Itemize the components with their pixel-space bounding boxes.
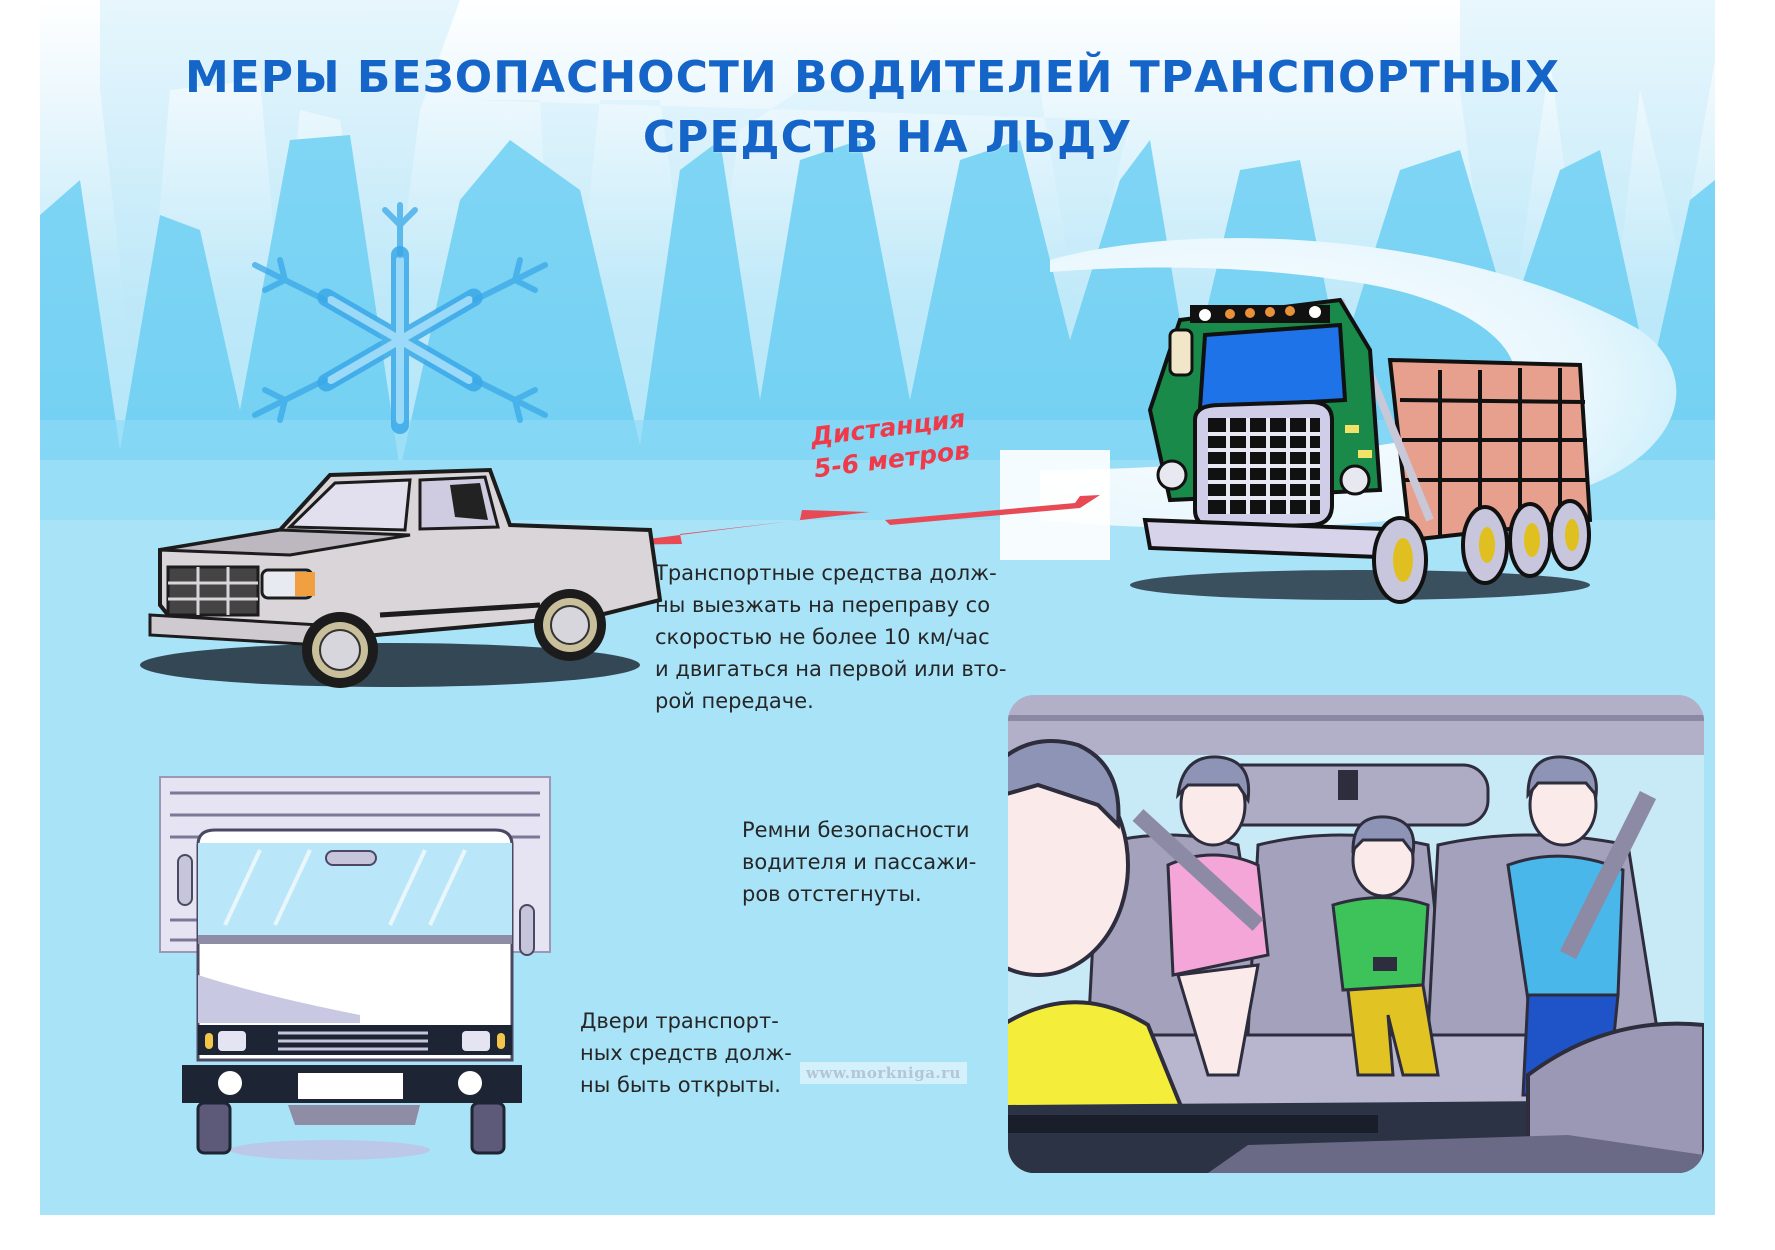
caption-doors-rule: Двери транспорт- ных средств долж- ны бы… [580, 1005, 840, 1101]
caption-doors-line: Двери транспорт- [580, 1009, 779, 1033]
caption-speed-line: и двигаться на первой или вто- [655, 657, 1007, 681]
caption-speed-line: рой передаче. [655, 689, 814, 713]
caption-belts-line: Ремни безопасности [742, 818, 970, 842]
caption-speed-line: Транспортные средства долж- [655, 561, 997, 585]
pickup-truck-illustration [140, 467, 663, 688]
poster-title-line1: МЕРЫ БЕЗОПАСНОСТИ ВОДИТЕЛЕЙ ТРАНСПОРТНЫХ [184, 52, 1561, 103]
poster-title-line2: СРЕДСТВ НА ЛЬДУ [642, 112, 1133, 163]
car-interior-passengers-illustration [1008, 695, 1704, 1173]
caption-doors-line: ных средств долж- [580, 1041, 792, 1065]
box-truck-front-illustration [159, 776, 551, 1160]
watermark: www.morkniga.ru [800, 1062, 967, 1084]
caption-doors-line: ны быть открыты. [580, 1073, 781, 1097]
caption-belts-line: ров отстегнуты. [742, 882, 922, 906]
caption-speed-line: ны выезжать на переправу со [655, 593, 991, 617]
dump-truck-illustration [1130, 297, 1593, 604]
caption-seatbelt-rule: Ремни безопасности водителя и пассажи- р… [742, 814, 1052, 910]
caption-belts-line: водителя и пассажи- [742, 850, 977, 874]
snowflake-icon [252, 202, 548, 485]
caption-speed-rule: Транспортные средства долж- ны выезжать … [655, 557, 1055, 717]
safety-poster: МЕРЫ БЕЗОПАСНОСТИ ВОДИТЕЛЕЙ ТРАНСПОРТНЫХ… [40, 0, 1715, 1215]
caption-speed-line: скоростью не более 10 км/час [655, 625, 990, 649]
